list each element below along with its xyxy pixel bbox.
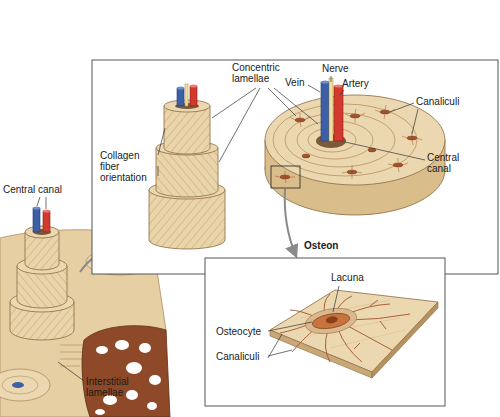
part-label: Canaliculi [416, 96, 476, 107]
part-label: Central canal [3, 184, 83, 195]
part-label: Central canal [427, 152, 469, 174]
part-label: Vein [285, 77, 315, 88]
lacuna-slab [270, 290, 438, 378]
part-label: Artery [342, 78, 382, 89]
zoom-arrow [285, 189, 296, 256]
part-label: Canaliculi [216, 351, 268, 362]
part-label: Osteocyte [216, 326, 268, 337]
leader-lines [37, 76, 425, 381]
collagen-cylinders [149, 84, 225, 249]
part-label: Collagen fiber orientation [100, 150, 158, 183]
zoom-panel [92, 60, 498, 274]
inset-panel [205, 258, 445, 406]
figure-title: Osteon [304, 240, 364, 251]
part-label: Interstitial lamellae [86, 376, 148, 398]
part-label: Concentric lamellae [232, 62, 294, 84]
part-label: Lacuna [331, 272, 381, 283]
part-label: Nerve [322, 63, 362, 74]
osteon-pillar [10, 207, 74, 341]
spongy-bone [82, 326, 170, 417]
